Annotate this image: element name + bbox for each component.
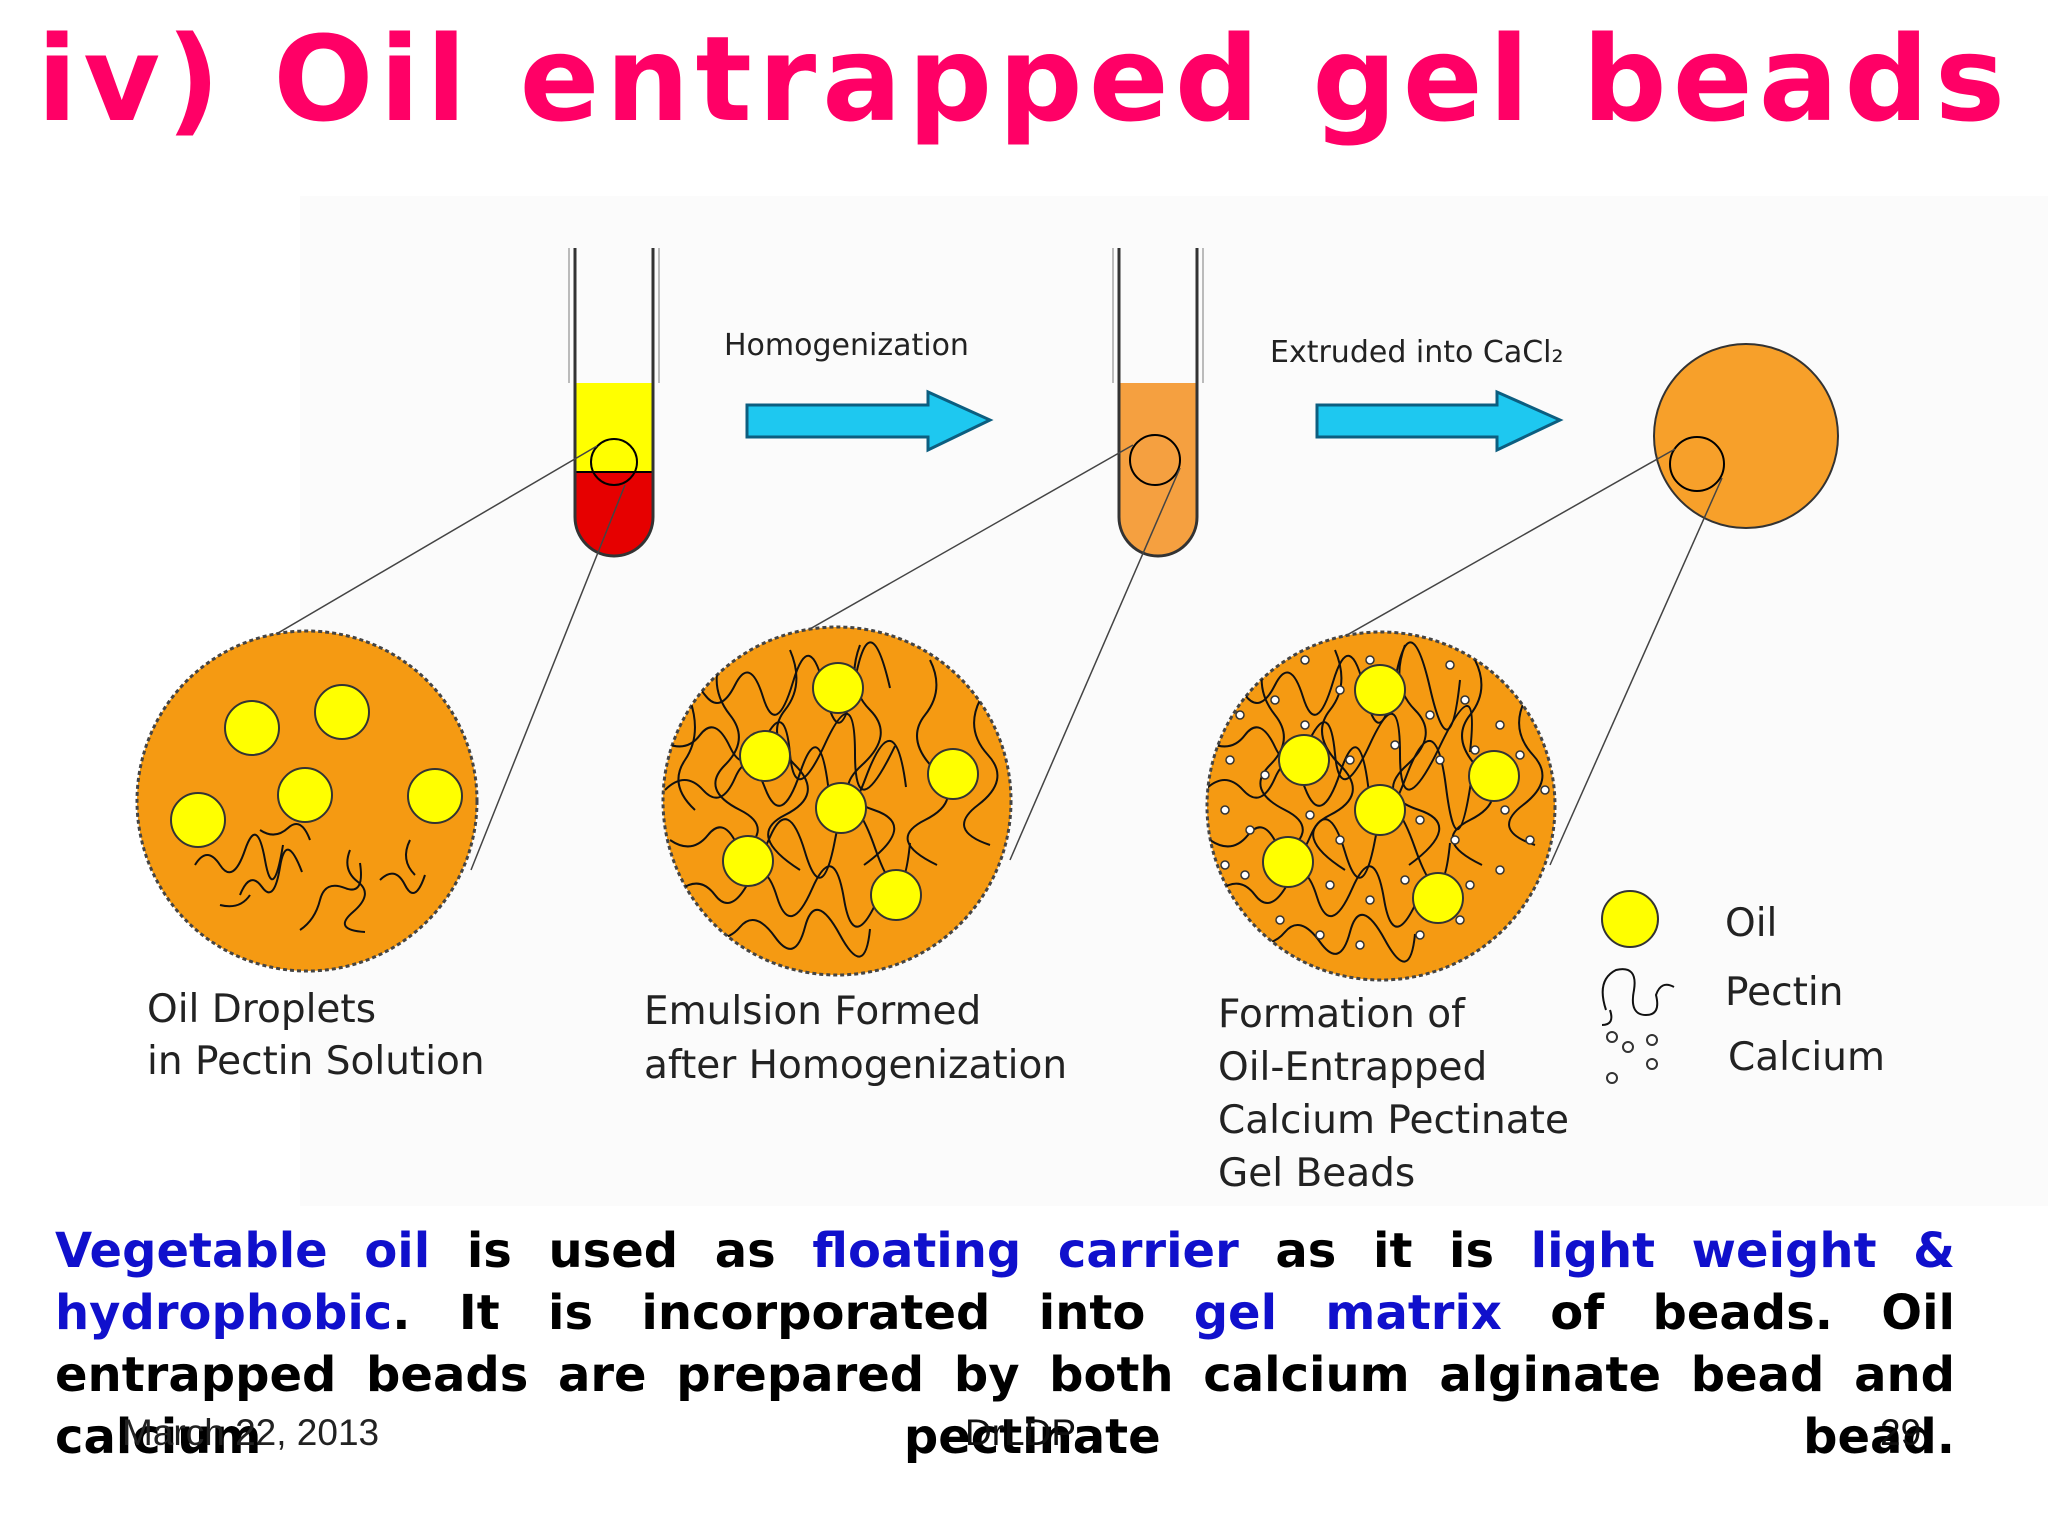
term-gel-matrix: gel matrix [1193,1285,1502,1341]
test-tube-oil-pectin [568,248,660,558]
gel-bead [1653,343,1839,529]
homogenization-label: Homogenization [724,328,969,363]
zoom-lines [231,444,1723,871]
legend-pectin-swatch [1601,968,1675,1026]
legend-pectin-label: Pectin [1725,970,1843,1015]
extrusion-label: Extruded into CaCl₂ [1270,335,1564,370]
bead-oil-droplets [1262,664,1520,924]
caption-oil-droplets: Oil Droplets in Pectin Solution [147,987,485,1084]
magnified-emulsion [661,625,1013,977]
legend-oil-swatch [1601,890,1659,948]
extrusion-arrow [1315,389,1564,453]
test-tube-emulsion [1112,248,1204,558]
body-paragraph: Vegetable oil is used as floating carrie… [55,1223,1956,1465]
footer-date: March 22, 2013 [122,1412,380,1453]
term-floating-carrier: floating carrier [812,1223,1239,1279]
title-area: iv) Oil entrapped gel beads [0,0,2048,196]
term-light-weight-hydrophobic: light weight & hydrophobic [55,1223,1956,1341]
magnified-oil-droplets [135,629,479,973]
magnified-gel-bead [1205,630,1557,982]
caption-gel-beads: Formation of Oil-Entrapped Calcium Pecti… [1218,992,1581,1196]
footer-page-number: 29 [1880,1412,1922,1453]
legend: Oil Pectin Calcium [1601,890,1885,1084]
homogenization-arrow [745,389,994,453]
emulsion-oil-droplets [722,662,979,921]
caption-emulsion: Emulsion Formed after Homogenization [644,989,1067,1088]
legend-calcium-label: Calcium [1728,1035,1885,1080]
oil-droplets [170,684,463,848]
legend-oil-label: Oil [1725,901,1777,946]
legend-calcium-swatch [1606,1031,1658,1084]
footer-author: DrLDP [965,1412,1077,1453]
term-vegetable-oil: Vegetable oil [55,1223,431,1279]
slide-title: iv) Oil entrapped gel beads [36,10,2012,148]
